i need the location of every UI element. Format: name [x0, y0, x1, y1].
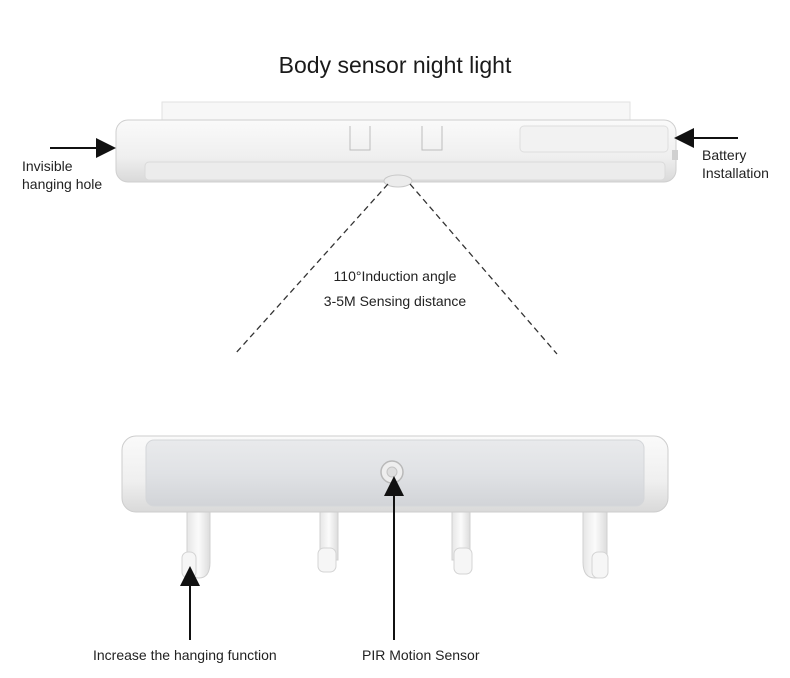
battery-installation-label: Battery Installation: [702, 147, 769, 181]
pir-sensor-label: PIR Motion Sensor: [362, 647, 480, 663]
angle-line-left: [234, 183, 389, 355]
light-bar-top-view: [115, 101, 678, 188]
hooks: [181, 507, 609, 579]
hanging-hole-label: Invisible hanging hole: [22, 158, 103, 192]
sensor-dome-top: [383, 174, 413, 188]
sensing-distance-label: 3-5M Sensing distance: [323, 293, 467, 309]
light-bar-front-view: [121, 435, 669, 579]
battery-cover: [519, 125, 669, 153]
page-title: Body sensor night light: [278, 52, 512, 78]
hanging-function-label: Increase the hanging function: [93, 647, 277, 663]
angle-line-right: [409, 183, 558, 355]
induction-angle-label: 110°Induction angle: [333, 268, 457, 284]
